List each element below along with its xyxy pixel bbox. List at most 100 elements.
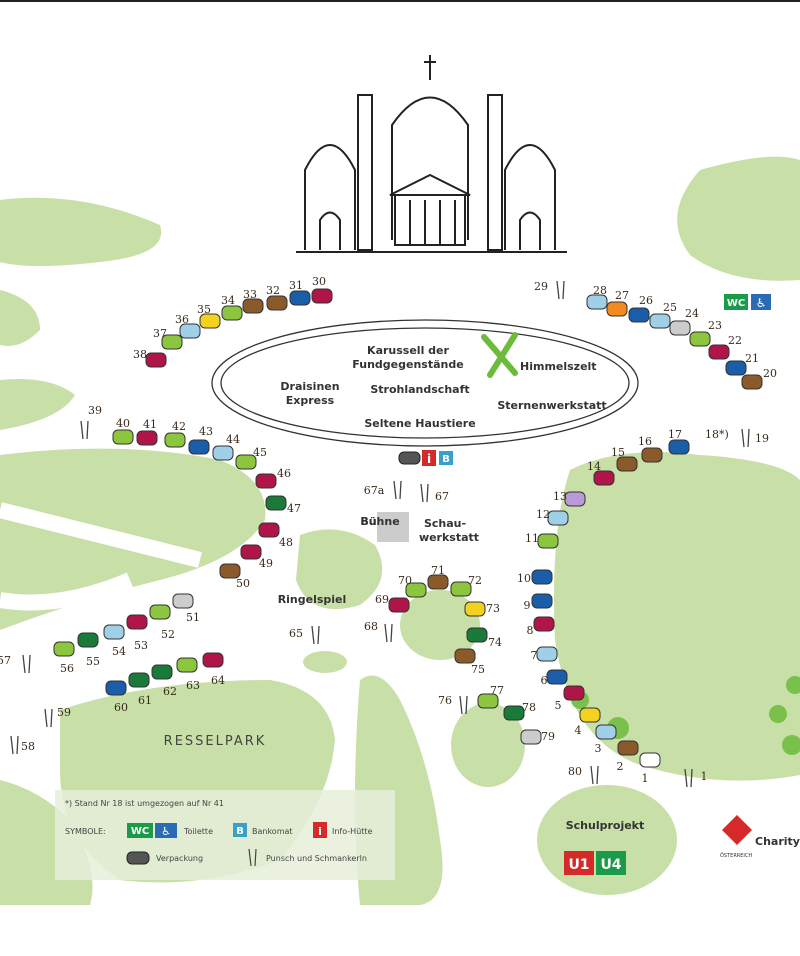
- stall-44[interactable]: 44: [212, 433, 240, 461]
- stall-16[interactable]: 16: [638, 435, 663, 463]
- stall-box[interactable]: [128, 672, 150, 688]
- stall-box[interactable]: [149, 604, 171, 620]
- stall-26[interactable]: 26: [628, 294, 653, 323]
- stall-box[interactable]: [641, 447, 663, 463]
- stall-box[interactable]: [595, 724, 617, 740]
- stall-61[interactable]: 61: [128, 672, 152, 707]
- punsch-marker-39[interactable]: 39: [80, 404, 102, 440]
- stall-box[interactable]: [531, 569, 553, 585]
- punsch-marker-65[interactable]: 65: [289, 625, 320, 645]
- stall-63[interactable]: 63: [176, 657, 200, 692]
- stall-40[interactable]: 40: [112, 417, 134, 445]
- stall-box[interactable]: [105, 680, 127, 696]
- stall-60[interactable]: 60: [105, 680, 128, 714]
- stall-36[interactable]: 36: [175, 313, 201, 339]
- stall-box[interactable]: [176, 657, 198, 673]
- stall-23[interactable]: 23: [689, 319, 722, 347]
- stall-41[interactable]: 41: [136, 418, 158, 446]
- stall-box[interactable]: [477, 693, 499, 709]
- stall-72[interactable]: 72: [450, 574, 482, 597]
- stall-54[interactable]: 54: [103, 624, 126, 658]
- stall-15[interactable]: 15: [611, 446, 638, 472]
- stall-box[interactable]: [450, 581, 472, 597]
- stall-box[interactable]: [240, 544, 262, 560]
- stall-48[interactable]: 48: [258, 522, 293, 549]
- stall-box[interactable]: [103, 624, 125, 640]
- stall-box[interactable]: [466, 627, 488, 643]
- stall-box[interactable]: [199, 313, 221, 329]
- stall-6[interactable]: 6: [541, 669, 568, 687]
- stall-8[interactable]: 8: [527, 616, 555, 637]
- stall-box[interactable]: [668, 439, 690, 455]
- stall-33[interactable]: 33: [242, 288, 264, 314]
- stall-box[interactable]: [725, 360, 747, 376]
- stall-64[interactable]: 64: [202, 652, 225, 687]
- stall-box[interactable]: [266, 295, 288, 311]
- stall-17[interactable]: 17: [668, 428, 690, 455]
- punsch-marker-19[interactable]: 19: [741, 428, 769, 448]
- stall-box[interactable]: [616, 456, 638, 472]
- stall-box[interactable]: [520, 729, 542, 745]
- stall-box[interactable]: [265, 495, 287, 511]
- stall-45[interactable]: 45: [235, 446, 267, 470]
- stall-box[interactable]: [145, 352, 167, 368]
- punsch-marker-57[interactable]: 57: [0, 654, 31, 674]
- punsch-marker-80[interactable]: 80: [568, 765, 599, 785]
- stall-53[interactable]: 53: [126, 614, 148, 652]
- stall-25[interactable]: 25: [649, 301, 677, 329]
- stall-box[interactable]: [112, 429, 134, 445]
- stall-box[interactable]: [219, 563, 241, 579]
- stall-box[interactable]: [136, 430, 158, 446]
- stall-box[interactable]: [669, 320, 691, 336]
- stall-4[interactable]: 4: [575, 707, 601, 737]
- stall-box[interactable]: [258, 522, 280, 538]
- stall-62[interactable]: 62: [151, 664, 177, 698]
- stall-13[interactable]: 13: [553, 490, 586, 507]
- stall-77[interactable]: 77: [477, 684, 504, 709]
- stall-box[interactable]: [212, 445, 234, 461]
- stall-27[interactable]: 27: [606, 289, 629, 317]
- stall-box[interactable]: [221, 305, 243, 321]
- stall-7[interactable]: 7: [531, 646, 558, 662]
- stall-31[interactable]: 31: [289, 279, 311, 306]
- stall-box[interactable]: [53, 641, 75, 657]
- stall-35[interactable]: 35: [197, 303, 221, 329]
- stall-2[interactable]: 2: [617, 740, 639, 773]
- stall-box[interactable]: [579, 707, 601, 723]
- stall-box[interactable]: [202, 652, 224, 668]
- stall-71[interactable]: 71: [427, 564, 449, 590]
- stall-box[interactable]: [708, 344, 730, 360]
- stall-box[interactable]: [689, 331, 711, 347]
- punsch-marker-58[interactable]: 58: [10, 735, 35, 755]
- punsch-marker-68[interactable]: 68: [364, 620, 393, 643]
- stall-47[interactable]: 47: [265, 495, 301, 515]
- stall-box[interactable]: [164, 432, 186, 448]
- stall-box[interactable]: [454, 648, 476, 664]
- stall-22[interactable]: 22: [708, 334, 742, 360]
- stall-12[interactable]: 12: [536, 508, 569, 526]
- stall-75[interactable]: 75: [454, 648, 485, 676]
- stall-37[interactable]: 37: [153, 327, 183, 350]
- stall-box[interactable]: [151, 664, 173, 680]
- stall-24[interactable]: 24: [669, 307, 699, 336]
- stall-20[interactable]: 20: [741, 367, 777, 390]
- stall-50[interactable]: 50: [219, 563, 250, 590]
- stall-11[interactable]: 11: [525, 532, 559, 549]
- punsch-marker-59[interactable]: 59: [44, 706, 71, 728]
- stall-box[interactable]: [255, 473, 277, 489]
- stall-38[interactable]: 38: [133, 348, 167, 368]
- stall-box[interactable]: [617, 740, 639, 756]
- stall-box[interactable]: [405, 582, 427, 598]
- stall-70[interactable]: 70: [398, 574, 427, 598]
- stall-box[interactable]: [741, 374, 763, 390]
- stall-1[interactable]: 1: [639, 752, 661, 785]
- stall-box[interactable]: [546, 669, 568, 685]
- stall-box[interactable]: [531, 593, 553, 609]
- stall-box[interactable]: [464, 601, 486, 617]
- punsch-marker-29[interactable]: 29: [534, 280, 565, 300]
- stall-box[interactable]: [311, 288, 333, 304]
- stall-box[interactable]: [537, 533, 559, 549]
- stall-box[interactable]: [242, 298, 264, 314]
- stall-28[interactable]: 28: [586, 284, 608, 310]
- stall-74[interactable]: 74: [466, 627, 502, 649]
